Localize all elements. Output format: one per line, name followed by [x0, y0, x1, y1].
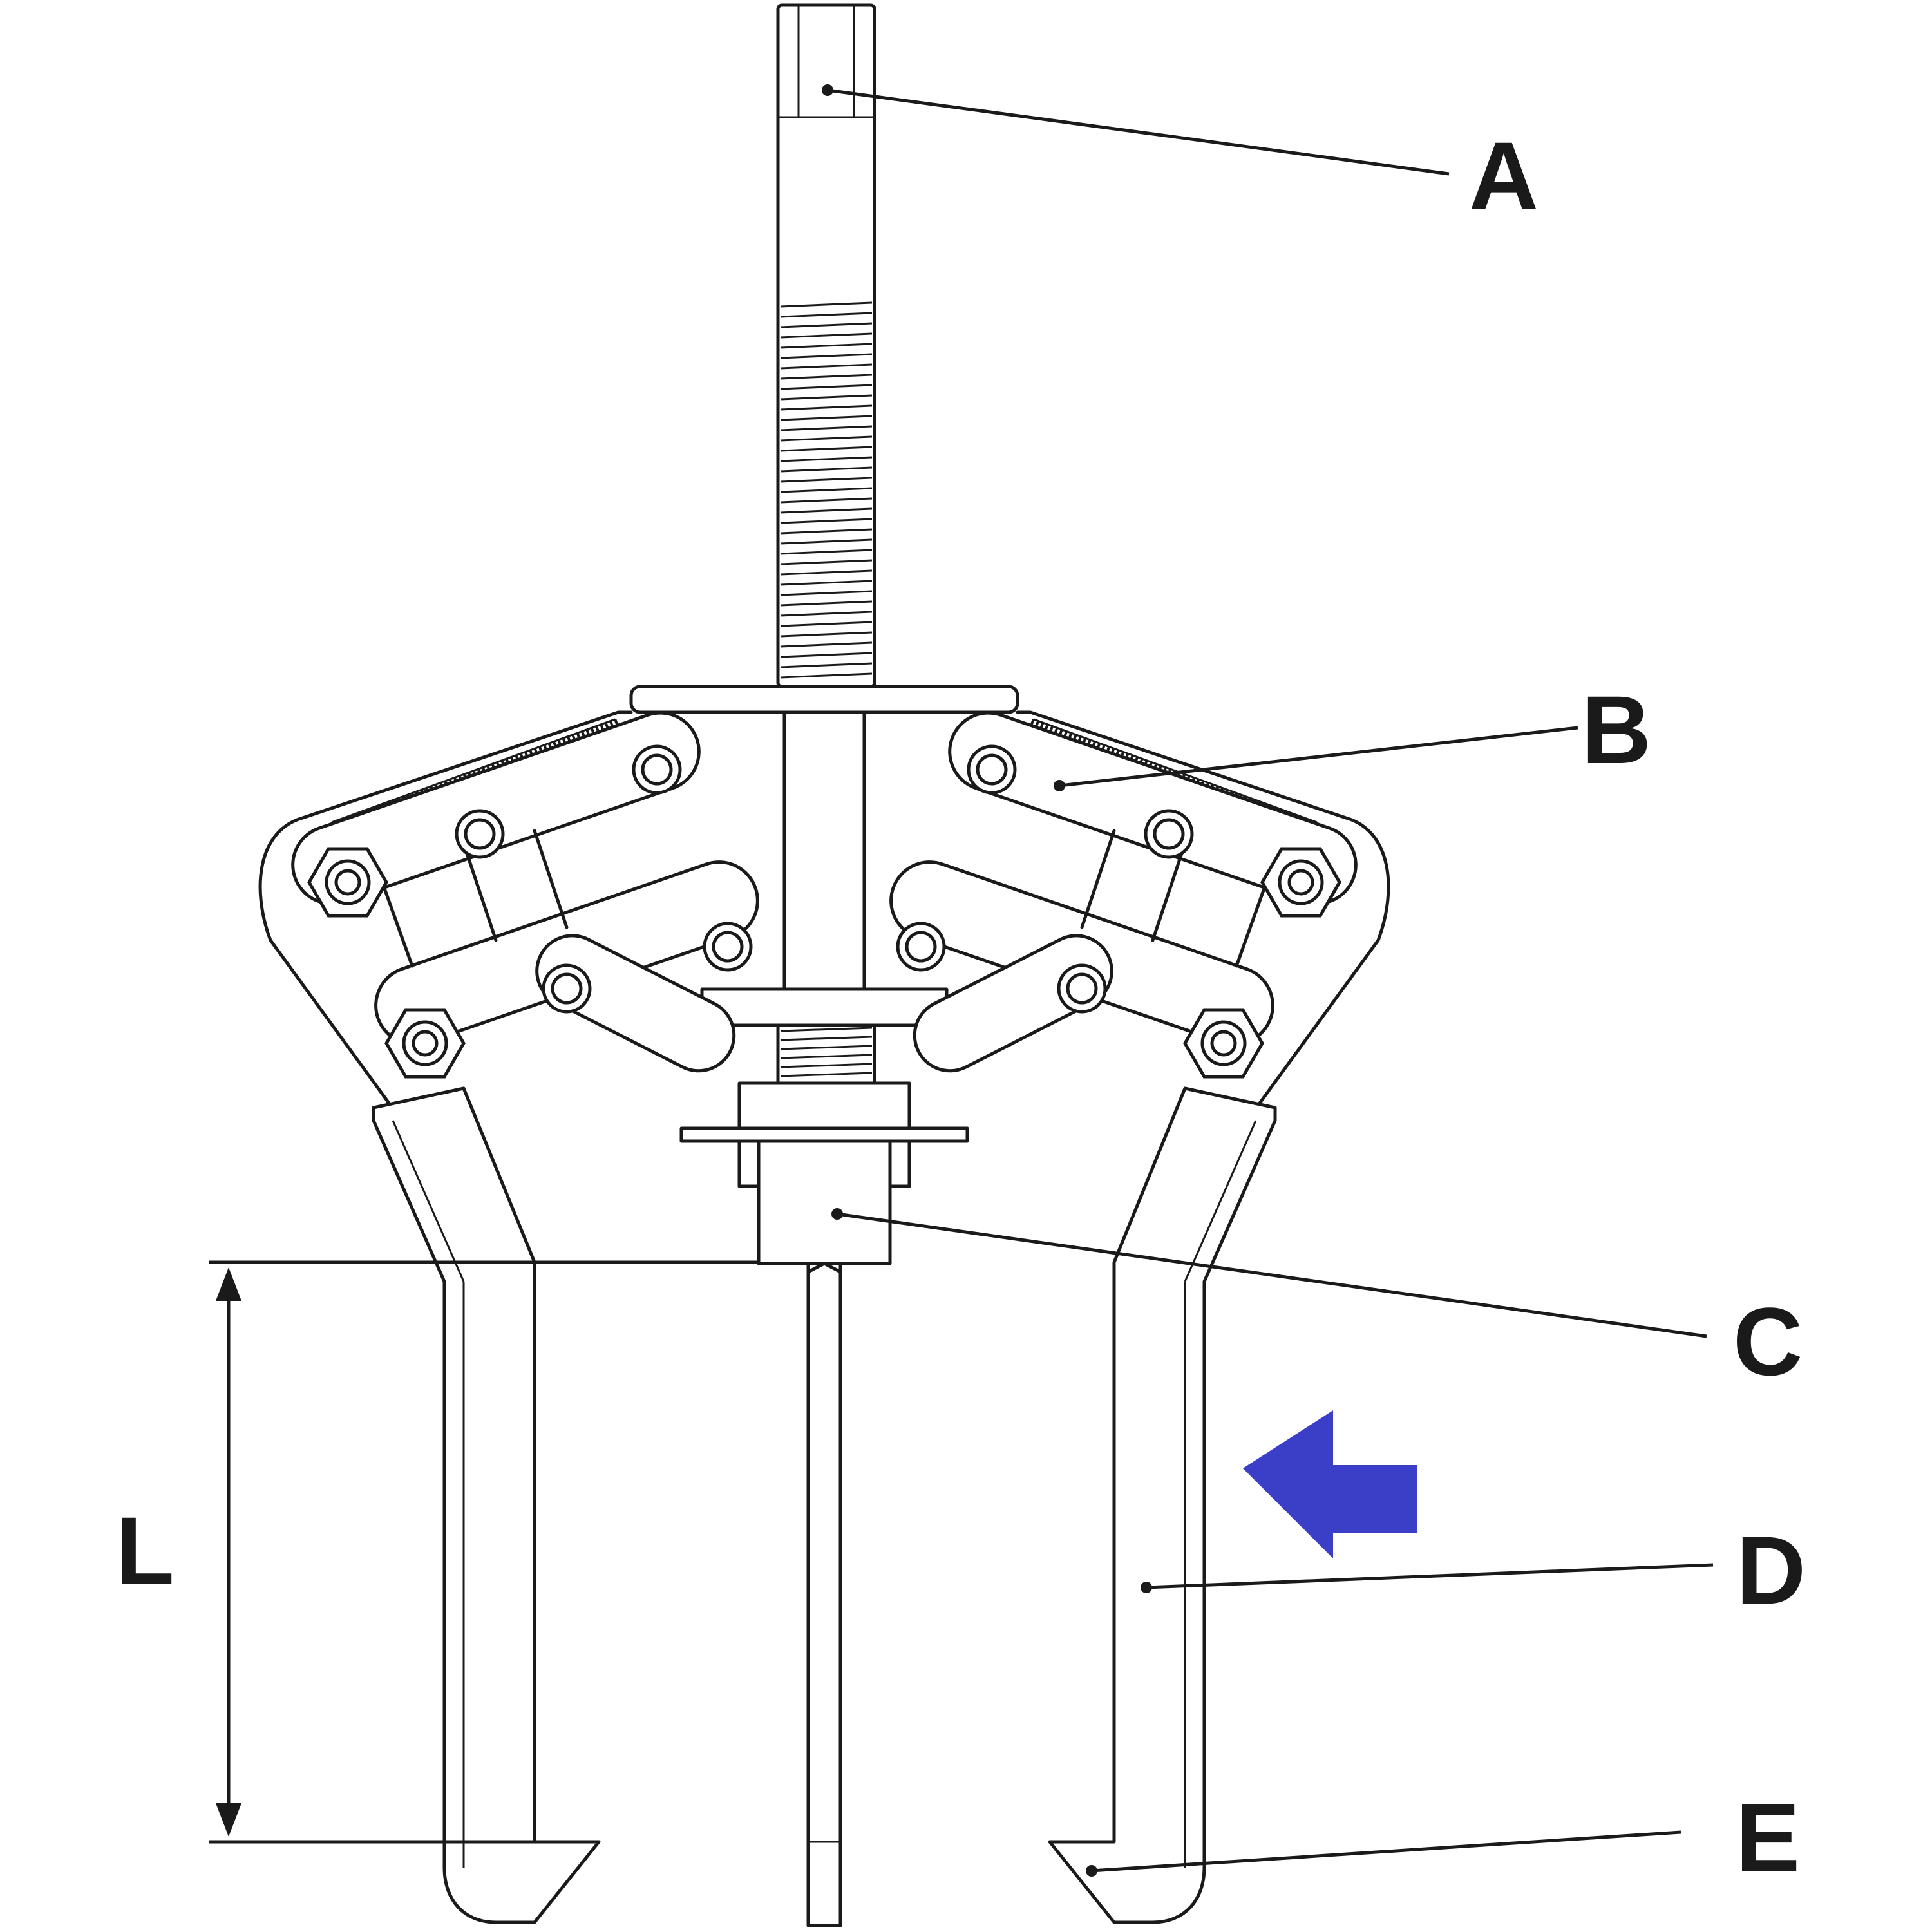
spindle-thread [780, 301, 873, 679]
callout-b: B [1582, 676, 1651, 784]
leader-lines [822, 84, 1714, 1877]
center-rod [806, 1262, 842, 1927]
left-arrow-icon [1243, 1410, 1417, 1558]
jaw-left [372, 1086, 601, 1924]
dimension-l [209, 1260, 759, 1844]
lower-thread [780, 1027, 873, 1077]
link-plates-right [889, 711, 1358, 1073]
callout-d: D [1736, 1516, 1806, 1624]
link-plates-left [291, 711, 759, 1073]
spindle-a [776, 3, 876, 688]
center-block-c [757, 1139, 892, 1265]
callout-e: E [1736, 1783, 1800, 1891]
dimension-label: L [115, 1497, 175, 1605]
jaw-right-d [1048, 1086, 1277, 1924]
callout-c: C [1733, 1287, 1803, 1396]
pivot-pins [307, 744, 1341, 1079]
crossbar [629, 685, 1019, 714]
callout-a: A [1469, 122, 1539, 230]
